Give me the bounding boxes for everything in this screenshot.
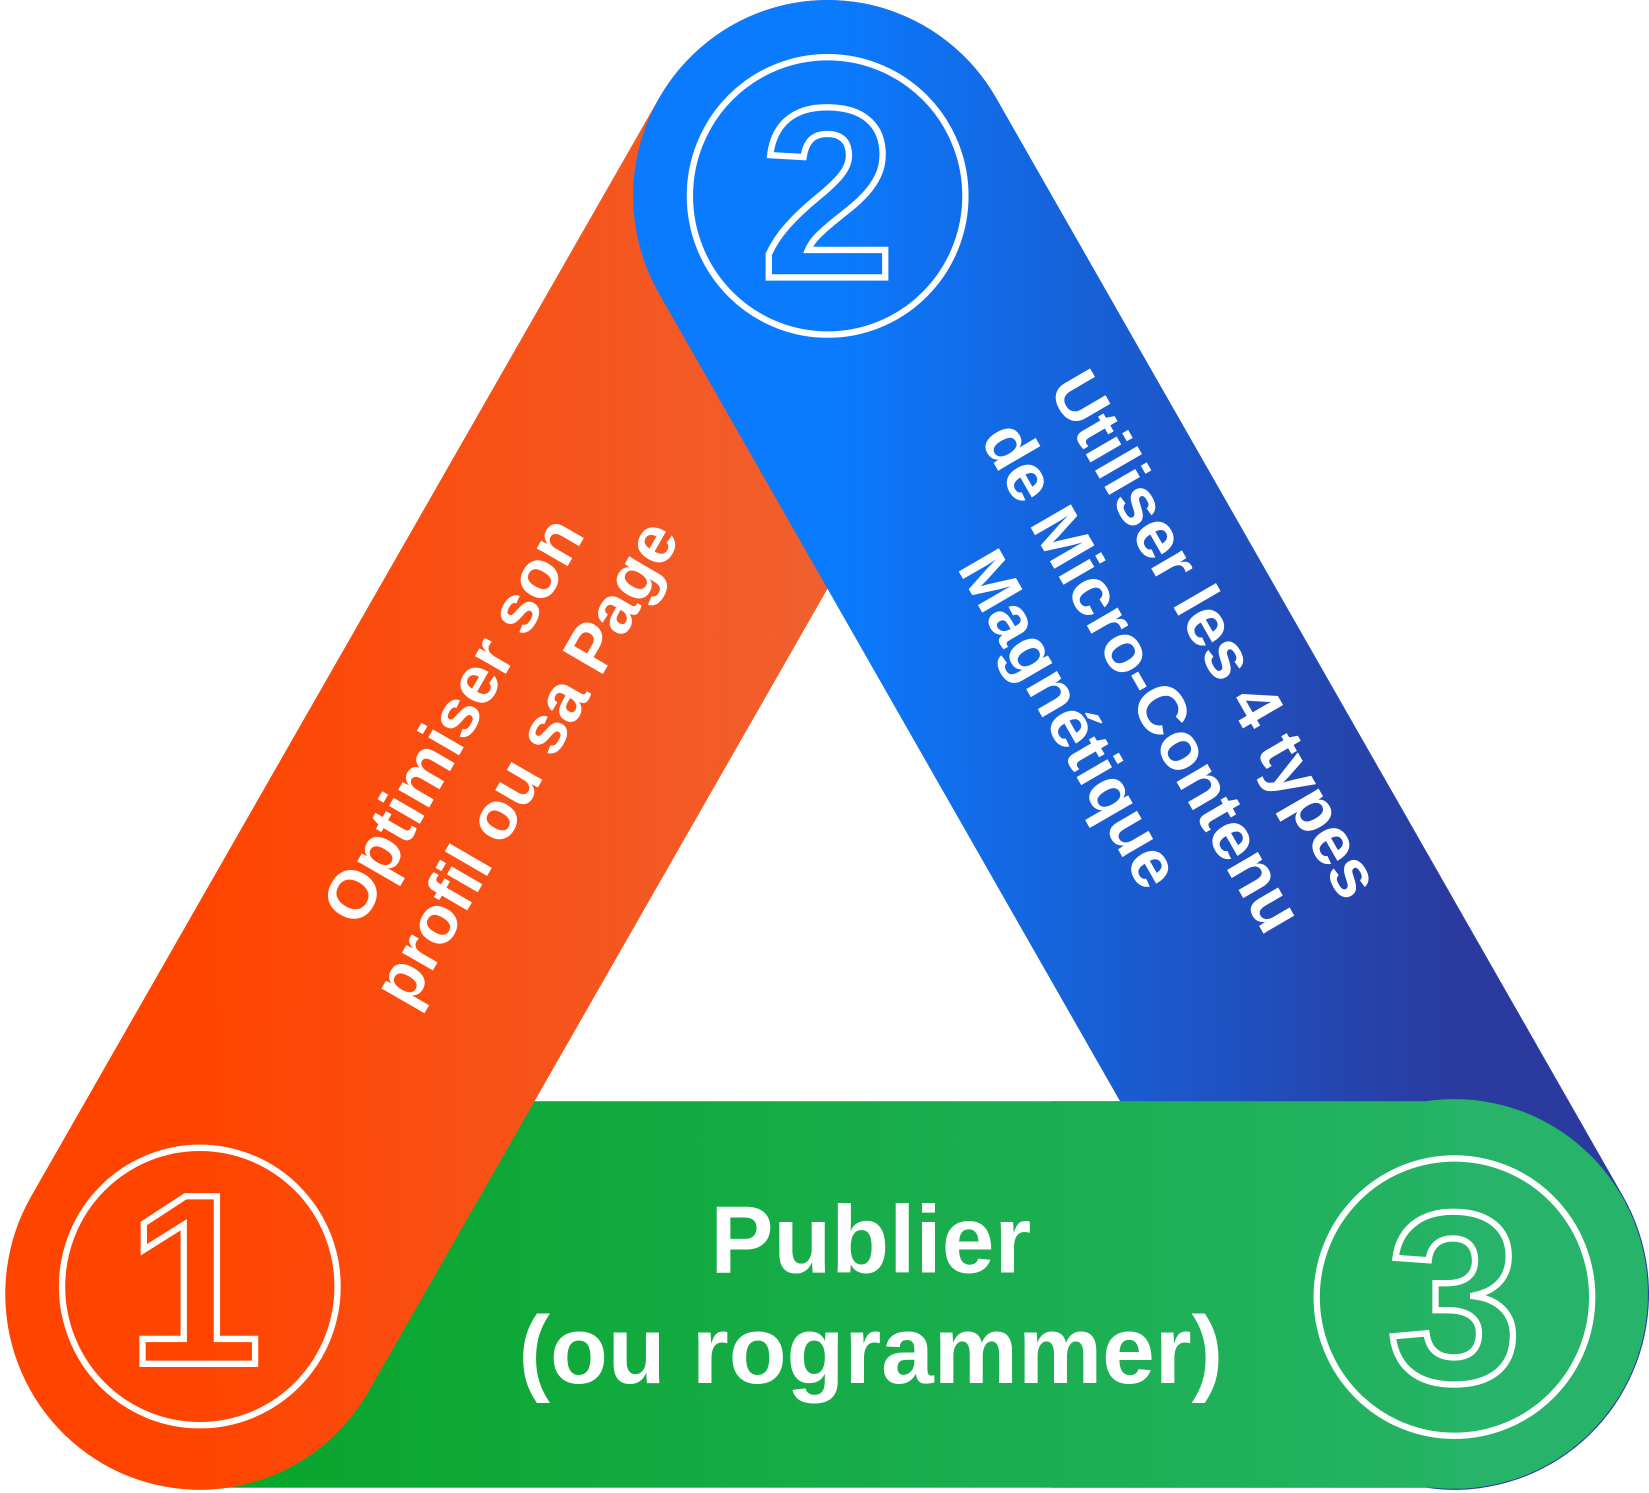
step-3-line-2: (ou rogrammer) (518, 1298, 1223, 1404)
step-3-badge: 3 (1313, 1155, 1596, 1439)
step-3-number: 3 (1387, 1162, 1522, 1434)
step-2-badge: 2 (686, 54, 969, 338)
step-1-number: 1 (127, 1144, 262, 1416)
step-3-label: Publier (ou rogrammer) (518, 1187, 1223, 1403)
step-1-badge: 1 (58, 1141, 341, 1429)
step-2-number: 2 (760, 58, 895, 330)
step-3-line-1: Publier (710, 1187, 1031, 1293)
step-3-cap (1051, 1099, 1648, 1489)
